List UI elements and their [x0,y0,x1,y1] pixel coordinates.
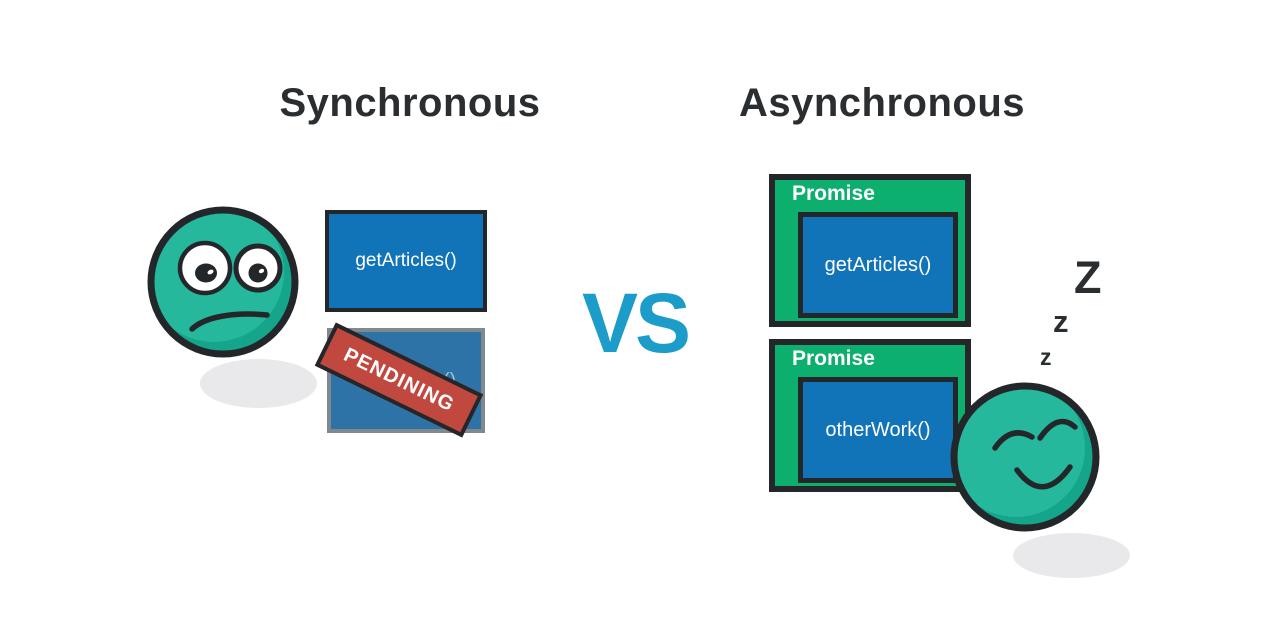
async-otherwork-box: otherWork() [798,377,958,483]
pending-stamp-label: PENDINING [340,343,459,416]
synchronous-title: Synchronous [279,81,541,125]
asynchronous-title: Asynchronous [738,81,1026,125]
promise-badge: Promise [792,182,875,205]
sync-getarticles-label: getArticles() [355,250,457,271]
promise-card-otherwork: Promise otherWork() [769,339,971,492]
sleep-z-small: z [1040,344,1052,370]
async-getarticles-box: getArticles() [798,212,958,318]
face-shadow [1013,533,1130,578]
async-getarticles-label: getArticles() [824,253,932,276]
sleeping-face-icon [950,382,1100,532]
worried-face-icon [147,206,299,358]
face-shadow [200,359,317,408]
promise-card-getarticles: Promise getArticles() [769,174,971,327]
sleep-z-medium: z [1053,304,1069,339]
sync-otherwork-box: otherWork() PENDINING [314,322,485,438]
vs-label: VS [581,276,691,370]
async-otherwork-label: otherWork() [825,418,931,441]
promise-badge: Promise [792,347,875,370]
pending-stamp: PENDINING [314,322,484,438]
sync-getarticles-box: getArticles() [325,210,487,312]
sleep-z-large: Z [1074,252,1102,303]
